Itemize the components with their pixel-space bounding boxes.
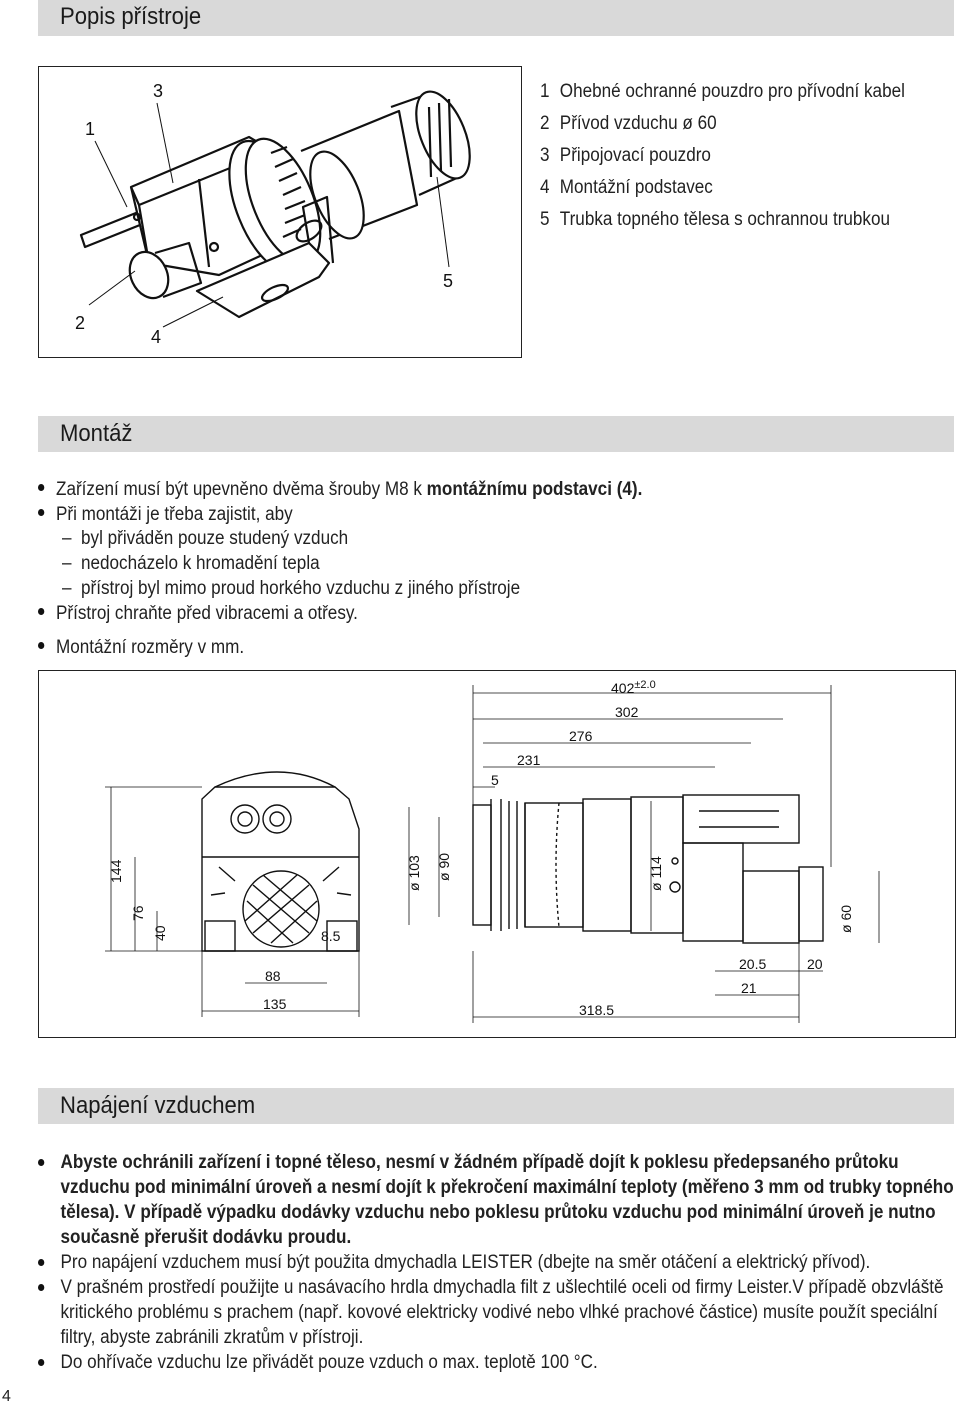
bullet-icon (38, 509, 45, 517)
section-title: Popis přístroje (60, 3, 202, 30)
montaz-bullet-1: Zařízení musí být upevněno dvěma šrouby … (38, 477, 642, 503)
dim-8-5: 8.5 (321, 928, 341, 944)
bullet-icon (38, 484, 45, 492)
napajeni-bullet-3: V prašném prostředí použijte u nasávacíh… (38, 1275, 956, 1350)
bullet-icon (38, 1359, 45, 1366)
napajeni-bullet-1: Abyste ochránili zařízení i topné těleso… (38, 1150, 956, 1250)
dimension-drawing-frame: 402±2.0 302 276 231 5 8.5 88 135 20.5 20… (38, 670, 956, 1038)
bullet-icon (38, 642, 45, 650)
montaz-bullet-4: Montážní rozměry v mm. (38, 635, 244, 661)
bullet-icon (38, 1159, 45, 1166)
dim-144: 144 (108, 859, 124, 883)
section-title: Montáž (60, 420, 133, 447)
dim-135: 135 (263, 996, 287, 1012)
callout-4: 4 (151, 327, 161, 347)
dim-231: 231 (517, 752, 541, 768)
dim-318-5: 318.5 (579, 1002, 614, 1018)
bullet-icon (38, 1284, 45, 1291)
dim-276: 276 (569, 728, 593, 744)
dim-dia90: ø 90 (436, 853, 452, 881)
napajeni-bullet-4: Do ohřívače vzduchu lze přivádět pouze v… (38, 1350, 956, 1375)
dim-dia103: ø 103 (406, 855, 422, 891)
dim-dia60: ø 60 (838, 905, 854, 933)
montaz-bullet-2: Při montáži je třeba zajistit, aby (38, 502, 293, 528)
montaz-dash-2: – nedocházelo k hromadění tepla (62, 553, 320, 574)
montaz-dash-1: – byl přiváděn pouze studený vzduch (62, 528, 349, 549)
napajeni-bullet-2: Pro napájení vzduchem musí být použita d… (38, 1250, 956, 1275)
callout-1: 1 (85, 119, 95, 139)
section-header-montaz: Montáž (38, 416, 954, 452)
dim-dia114: ø 114 (648, 856, 664, 891)
callout-3: 3 (153, 81, 163, 101)
page-number: 4 (2, 1388, 11, 1405)
section-header-napajeni: Napájení vzduchem (38, 1088, 954, 1124)
montaz-bullet-3: Přístroj chraňte před vibracemi a otřesy… (38, 601, 358, 627)
dimension-drawing: 402±2.0 302 276 231 5 8.5 88 135 20.5 20… (105, 679, 880, 1023)
dim-88: 88 (265, 968, 281, 984)
device-illustration: 1 3 2 4 5 (75, 81, 471, 347)
callout-5: 5 (443, 271, 453, 291)
section-header-popis: Popis přístroje (38, 0, 954, 36)
dim-76: 76 (130, 905, 146, 921)
dim-20-5: 20.5 (739, 956, 766, 972)
dim-302: 302 (615, 704, 639, 720)
section-title: Napájení vzduchem (60, 1092, 256, 1119)
montaz-dash-3: – přístroj byl mimo proud horkého vzduch… (62, 578, 521, 599)
callout-2: 2 (75, 313, 85, 333)
dim-402: 402±2.0 (611, 679, 656, 696)
dim-20: 20 (807, 956, 823, 972)
dim-5: 5 (491, 772, 499, 788)
dim-40: 40 (152, 925, 168, 941)
bullet-icon (38, 1259, 45, 1266)
dim-21: 21 (741, 980, 757, 996)
device-figure-frame: 1 3 2 4 5 (38, 66, 522, 358)
bullet-icon (38, 608, 45, 616)
